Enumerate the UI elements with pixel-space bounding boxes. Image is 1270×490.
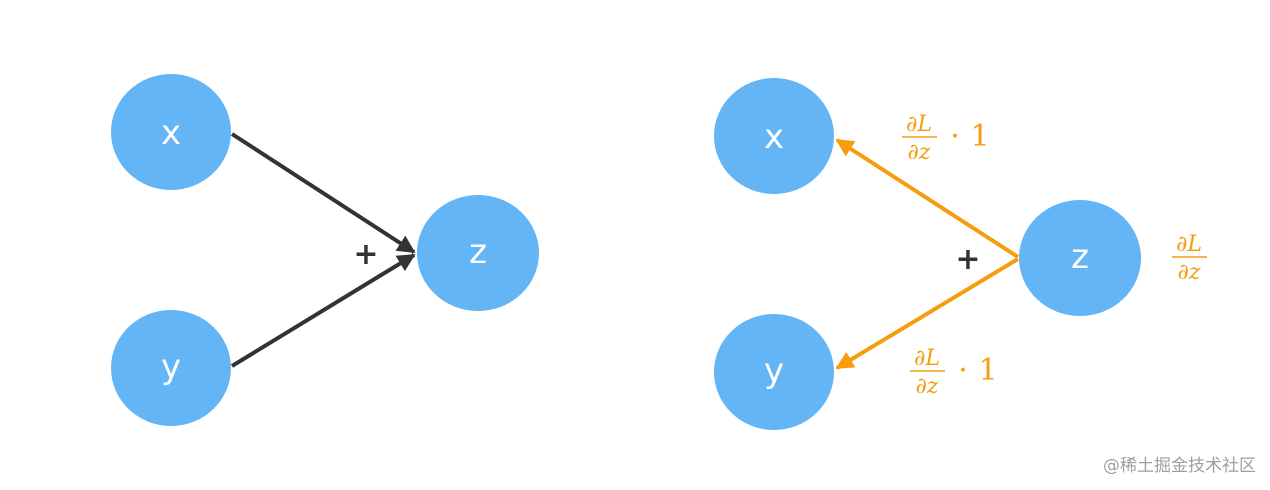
forward-node-y-label: y: [161, 347, 181, 387]
gradient-label-upstream: ∂L ∂z: [1172, 232, 1207, 285]
backward-graph: x y z + ∂L ∂z · 1 ∂L ∂z · 1 ∂L ∂z: [714, 78, 1207, 430]
forward-operator-plus: +: [353, 237, 378, 272]
forward-node-z-label: z: [469, 232, 487, 272]
gradient-label-to-y: ∂L ∂z · 1: [910, 346, 998, 399]
forward-graph: x y z +: [111, 74, 539, 426]
backward-node-y: [714, 314, 834, 430]
gradient-to-y-numerator: ∂L: [914, 346, 940, 371]
backward-edge-z-to-x: [835, 138, 1020, 259]
forward-node-z: [417, 195, 539, 311]
gradient-to-x-denominator: ∂z: [908, 140, 931, 165]
backward-node-y-label: y: [764, 351, 784, 391]
gradient-to-y-dot: ·: [958, 353, 968, 388]
gradient-to-y-denominator: ∂z: [916, 374, 939, 399]
forward-edge-y-to-z: [230, 253, 416, 368]
gradient-to-x-numerator: ∂L: [906, 112, 932, 137]
backward-node-x-label: x: [764, 117, 784, 157]
backward-node-z: [1019, 200, 1141, 316]
gradient-to-x-factor: 1: [970, 119, 989, 154]
backward-edge-z-to-y: [835, 257, 1020, 370]
forward-node-x: [111, 74, 231, 190]
forward-edge-x-to-z: [230, 132, 416, 254]
backward-node-x: [714, 78, 834, 194]
gradient-upstream-numerator: ∂L: [1176, 232, 1202, 257]
watermark: @稀土掘金技术社区: [1103, 456, 1256, 476]
forward-node-x-label: x: [161, 113, 181, 153]
gradient-upstream-denominator: ∂z: [1178, 260, 1201, 285]
forward-node-y: [111, 310, 231, 426]
backward-operator-plus: +: [955, 242, 980, 277]
gradient-label-to-x: ∂L ∂z · 1: [902, 112, 990, 165]
gradient-to-y-factor: 1: [978, 353, 997, 388]
gradient-to-x-dot: ·: [950, 119, 960, 154]
backward-node-z-label: z: [1071, 237, 1089, 277]
